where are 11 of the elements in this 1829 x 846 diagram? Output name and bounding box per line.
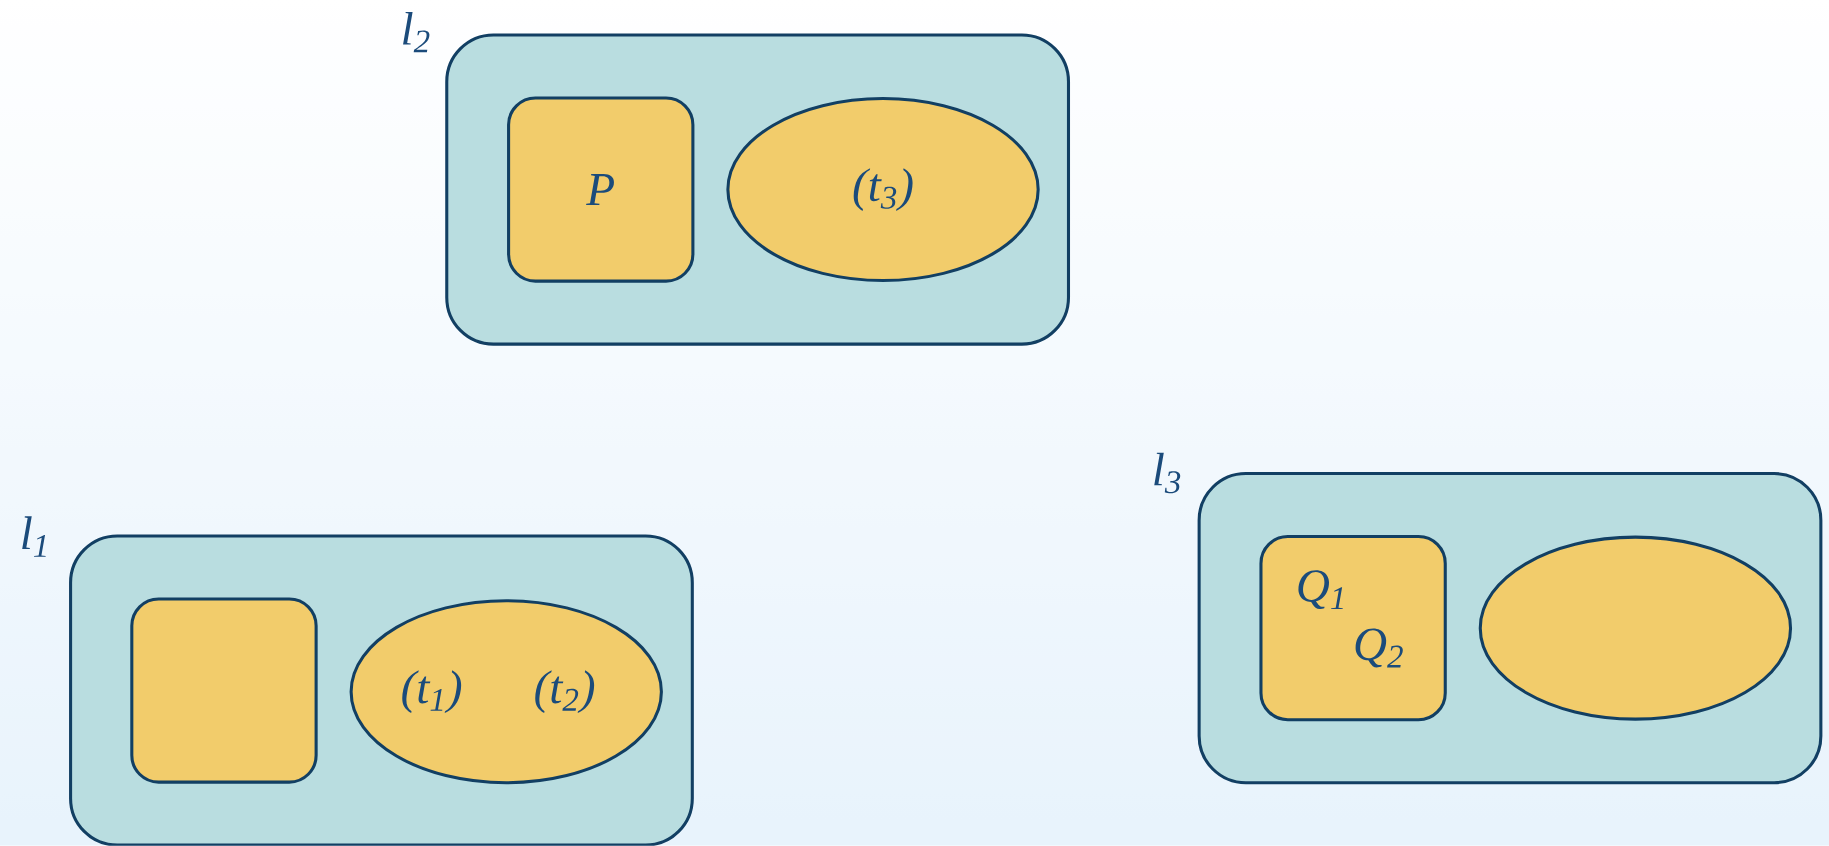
math-label: Q$_{2}$ <box>1355 628 1403 668</box>
rounded-box <box>130 597 318 784</box>
ellipse <box>1478 535 1793 721</box>
math-label: Q$_{1}$ <box>1298 570 1343 610</box>
math-label: (t$_{3}$) <box>853 168 913 212</box>
group-label: l$_{2}$ <box>403 12 430 53</box>
group-label: l$_{3}$ <box>1154 452 1181 494</box>
group-label: l$_{1}$ <box>22 516 46 557</box>
math-label: (t$_{1}$) <box>402 670 462 714</box>
math-label: (t$_{2}$) <box>535 670 595 714</box>
math-label: P <box>586 174 614 206</box>
